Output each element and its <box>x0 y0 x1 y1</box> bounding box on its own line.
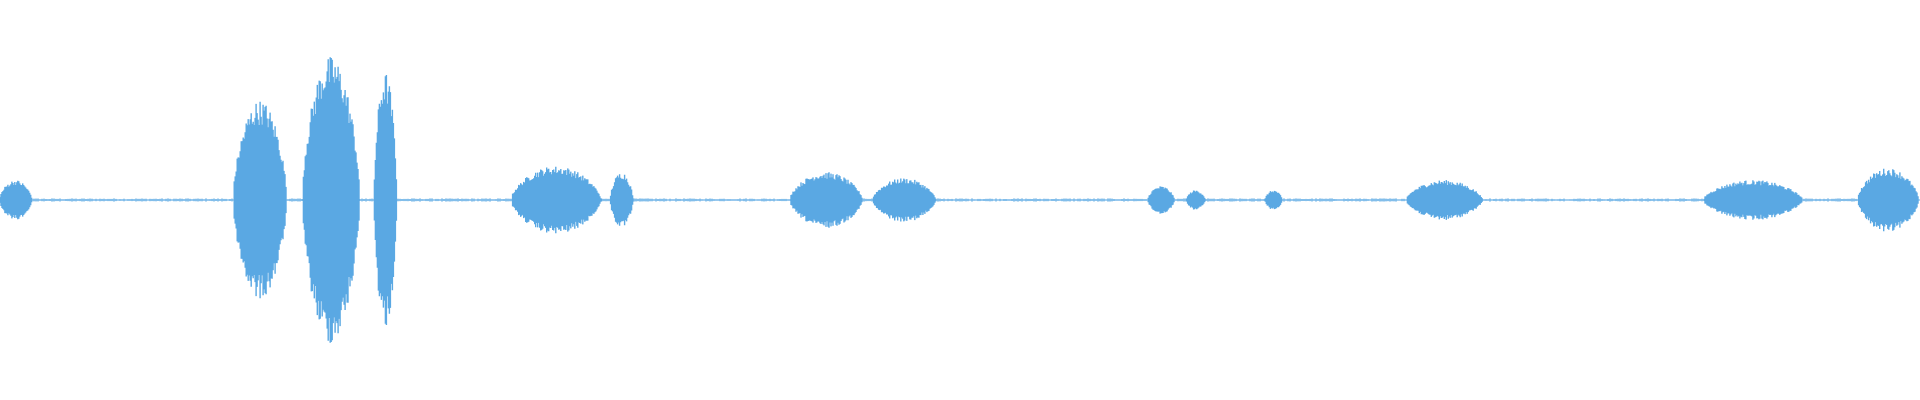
waveform-segment-11 <box>1264 190 1283 210</box>
waveform-segment-13 <box>1704 180 1803 220</box>
waveform-segment-7 <box>790 172 863 228</box>
waveform-segment-2 <box>233 101 287 299</box>
waveform-segment-1 <box>0 180 33 220</box>
waveform-segment-10 <box>1185 190 1206 210</box>
waveform-segment-3 <box>302 57 360 343</box>
waveform-segment-9 <box>1147 186 1175 214</box>
waveform-segment-12 <box>1406 180 1483 220</box>
waveform-segment-4 <box>373 75 398 325</box>
waveform-segments <box>0 57 1919 343</box>
waveform-segment-5 <box>511 166 602 234</box>
waveform-segment-8 <box>872 178 936 222</box>
waveform-segment-14 <box>1857 168 1919 232</box>
waveform-segment-6 <box>609 174 634 226</box>
